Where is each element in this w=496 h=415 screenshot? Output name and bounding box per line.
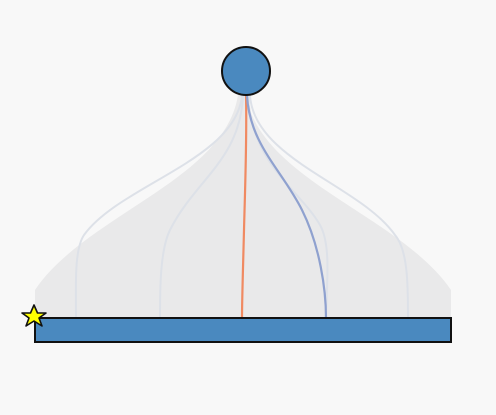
bottom-node[interactable] <box>34 317 452 343</box>
fan-envelope <box>35 95 451 318</box>
star-icon <box>21 304 47 327</box>
top-node[interactable] <box>221 46 271 96</box>
faint-path-left-outer <box>74 95 243 319</box>
highlight-path-blue <box>245 94 328 320</box>
faint-path-left-inner <box>159 95 244 319</box>
faint-path-right-outer <box>249 95 409 319</box>
highlight-path-orange <box>240 94 248 320</box>
